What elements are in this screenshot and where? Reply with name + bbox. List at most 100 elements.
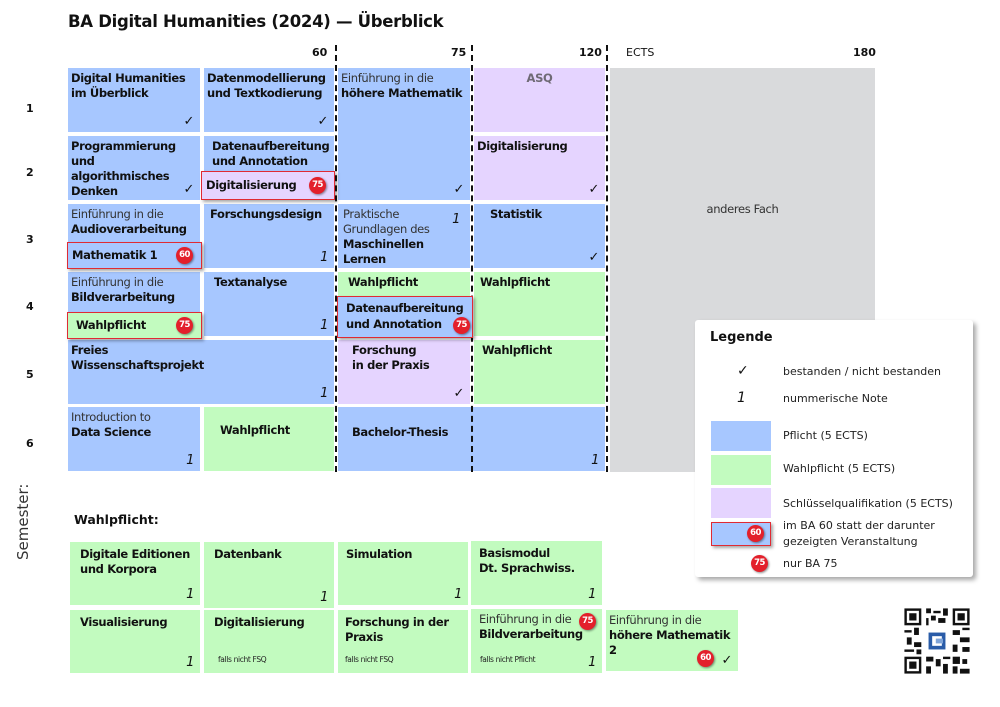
grade-value: 1 [588,587,596,602]
semester-number-2: 2 [26,166,34,179]
check-icon: ✓ [721,653,732,668]
module-title: Freies [71,343,109,357]
grade-value: 1 [186,453,194,468]
module-title: Wissenschaftsprojekt [71,358,204,372]
elective-datenbank[interactable]: Datenbank 1 [204,542,334,608]
module-hoehere-mathematik[interactable]: Einführung in die höhere Mathematik ✓ [338,68,470,200]
other-subject-label: anderes Fach [706,202,779,216]
semester-number-3: 3 [26,233,34,246]
module-title: Wahlpflicht [348,275,418,289]
module-title: Basismodul [479,546,550,560]
module-textanalyse[interactable]: Textanalyse 1 [204,272,334,336]
elective-digitale-editionen[interactable]: Digitale Editionen und Korpora 1 [70,542,200,605]
module-wissenschaftsprojekt[interactable]: Freies Wissenschaftsprojekt 1 [68,340,334,404]
divider-60 [335,45,337,472]
check-icon: ✓ [453,386,464,401]
overlay-digitalisierung-ba75[interactable]: Digitalisierung 75 [201,171,335,200]
elective-digitalisierung[interactable]: Digitalisierung falls nicht FSQ [204,610,334,673]
elective-simulation[interactable]: Simulation 1 [338,542,468,605]
overlay-label: Wahlpflicht [76,318,146,332]
module-dh-ueberblick[interactable]: Digital Humanities im Überblick ✓ [68,68,200,132]
module-title: höhere Mathematik 2 [609,628,731,657]
module-programmierung[interactable]: Programmierung und algorithmisches Denke… [68,136,200,200]
swatch-pflicht [711,421,771,451]
semester-number-1: 1 [26,102,34,115]
check-icon: ✓ [588,182,599,197]
elective-bildverarbeitung[interactable]: Einführung in die Bildverarbeitung falls… [471,609,602,673]
elective-visualisierung[interactable]: Visualisierung 1 [70,610,200,673]
overlay-datenaufbereitung-ba75[interactable]: Datenaufbereitung und Annotation 75 [337,296,473,338]
badge-ba75: 75 [176,317,193,334]
module-title: im Überblick [71,86,149,100]
legend-sq-text: Schlüsselqualifikation (5 ECTS) [783,497,953,510]
module-wahlpflicht-s6[interactable]: Wahlpflicht [204,407,334,471]
module-data-science[interactable]: Introduction to Data Science 1 [68,407,200,471]
swatch-schluesselqualifikation [711,488,771,518]
grade-value: 1 [320,318,328,333]
page-title: BA Digital Humanities (2024) — Überblick [68,12,444,31]
module-asq[interactable]: ASQ [474,68,605,132]
module-title: Dt. Sprachwiss. [479,561,575,575]
module-datenmodellierung[interactable]: Datenmodellierung und Textkodierung ✓ [204,68,334,132]
overlay-label: Digitalisierung [206,178,297,192]
qr-code-icon[interactable] [902,606,972,676]
grade-value: 1 [186,587,194,602]
module-forschungsdesign[interactable]: Forschungsdesign 1 [204,204,334,268]
module-title: Data Science [71,425,152,439]
module-title: Forschung [352,343,417,357]
ects-label: ECTS [626,46,655,59]
wahlpflicht-section-title: Wahlpflicht: [74,512,159,527]
module-title: Forschungsdesign [210,207,322,221]
module-title: Wahlpflicht [482,343,552,357]
elective-forschung-praxis[interactable]: Forschung in der Praxis falls nicht FSQ [338,610,468,673]
ects-tick-120: 120 [579,46,602,59]
module-title: Digitalisierung [214,615,305,629]
grade-value: 1 [320,386,328,401]
overlay-mathematik1-ba60[interactable]: Mathematik 1 60 [67,242,202,269]
elective-hoehere-mathematik-2[interactable]: Einführung in die höhere Mathematik 2 60… [606,610,738,671]
module-title: Einführung in die [609,613,702,627]
module-maschinelles-lernen[interactable]: Praktische Grundlagen des Maschinellen L… [338,204,470,268]
grade-symbol: 1 [737,390,746,406]
elective-basismodul-sprachwiss[interactable]: Basismodul Dt. Sprachwiss. 1 [471,541,602,605]
semester-axis-label: Semester: [14,483,32,560]
module-title: Forschung in der [345,615,449,629]
module-title: Digitalisierung [477,139,568,153]
check-icon: ✓ [737,363,749,379]
module-title: Visualisierung [80,615,168,629]
overlay-label: und Annotation [346,317,442,331]
legend-title: Legende [710,330,773,345]
grade-value: 1 [186,655,194,670]
module-wahlpflicht-s4b[interactable]: Wahlpflicht [474,272,605,336]
check-icon: ✓ [183,114,194,129]
module-title: Praxis [345,630,383,644]
badge-ba60: 60 [747,525,764,542]
grade-value: 1 [591,453,599,468]
module-forschung-praxis[interactable]: Forschung in der Praxis ✓ [338,340,470,404]
legend-grade-text: nummerische Note [783,392,888,405]
module-title: Simulation [346,547,413,561]
module-digitalisierung-sq[interactable]: Digitalisierung ✓ [474,136,605,200]
divider-120 [606,45,608,472]
module-title: höhere Mathematik [341,86,463,100]
module-title: Statistik [490,207,542,221]
badge-ba75: 75 [309,177,326,194]
grade-value: 1 [454,587,462,602]
module-title: in der Praxis [352,358,430,372]
semester-number-5: 5 [26,368,34,381]
module-note: falls nicht FSQ [218,655,267,664]
module-title: und Textkodierung [207,86,323,100]
swatch-ba60-replacement: 60 [711,522,771,546]
module-title: Praktische [343,207,400,221]
module-wahlpflicht-s5[interactable]: Wahlpflicht [474,340,605,404]
module-title: Grundlagen des [343,222,430,236]
module-title: und Korpora [80,562,157,576]
overlay-wahlpflicht-ba75[interactable]: Wahlpflicht 75 [67,312,202,339]
module-statistik[interactable]: Statistik ✓ [474,204,605,268]
module-title: Introduction to [71,410,151,424]
module-title: Einführung in die [479,612,572,626]
ects-tick-75: 75 [451,46,467,59]
badge-ba75: 75 [453,317,470,334]
module-title: Einführung in die [71,207,164,221]
badge-ba75: 75 [579,613,596,630]
